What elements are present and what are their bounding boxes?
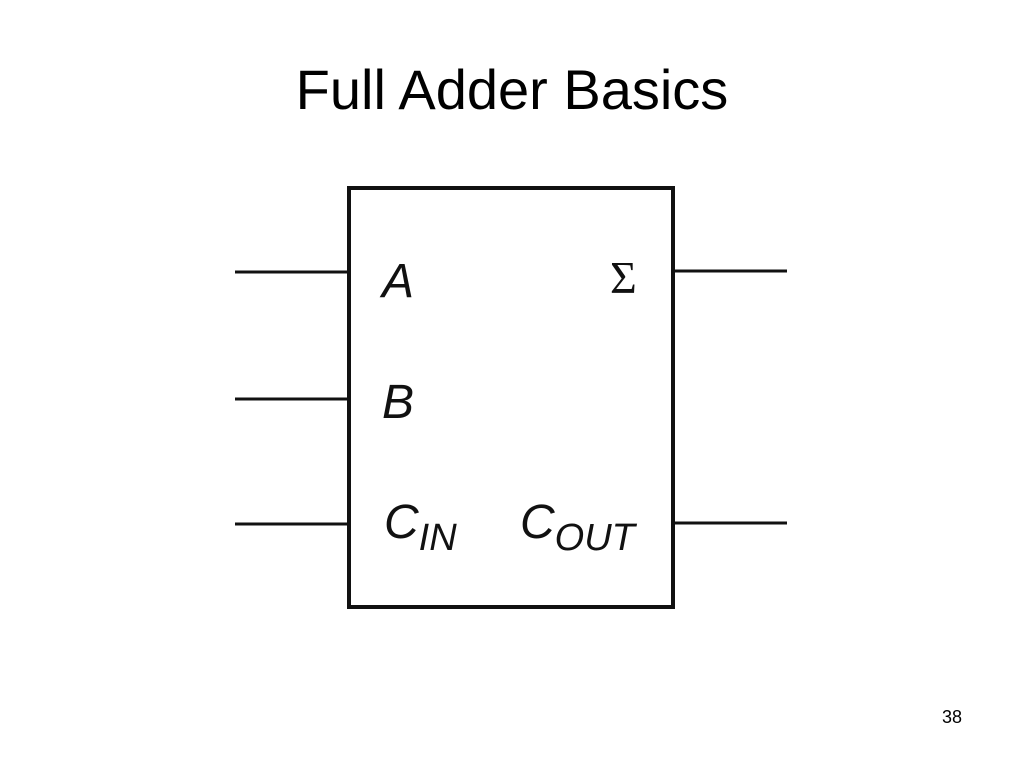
input-cin-subscript: IN [419, 517, 458, 559]
page-number: 38 [941, 707, 962, 727]
input-a-label: A [379, 255, 414, 308]
input-cin-label: CIN [384, 496, 457, 559]
input-cin-main: C [384, 496, 419, 549]
output-cout-main: C [520, 496, 555, 549]
slide-title: Full Adder Basics [295, 58, 729, 121]
output-cout-subscript: OUT [555, 517, 638, 559]
output-sum-label: Σ [610, 252, 637, 303]
input-b-label: B [382, 376, 414, 429]
output-cout-label: COUT [520, 496, 638, 559]
